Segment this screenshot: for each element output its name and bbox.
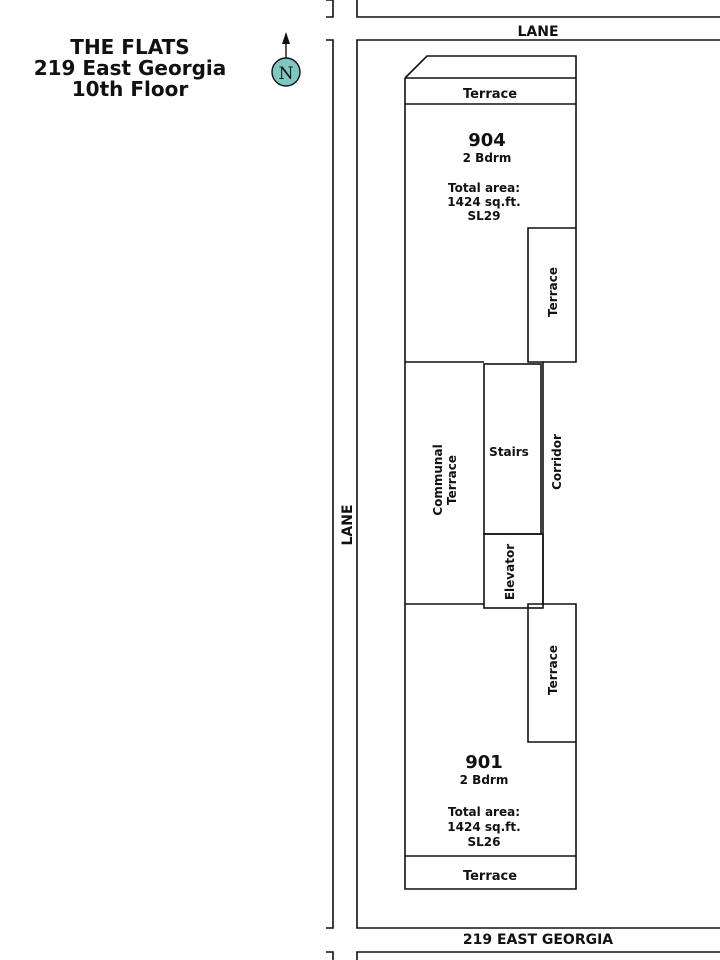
unit-904-area-value: 1424 sq.ft. [447,195,520,209]
unit-901-area-value: 1424 sq.ft. [447,820,520,834]
floor-label: 10th Floor [71,77,189,101]
terrace-label-bottom: Terrace [463,869,517,884]
terrace-label-upper-side: Terrace [546,267,560,317]
building-title: THE FLATS 219 East Georgia 10th Floor [10,37,250,100]
building-outline [404,55,577,890]
site-boundary-bottom-left [326,951,334,960]
unit-901-number: 901 [465,752,503,773]
site-boundary-top-left [326,0,334,18]
unit-904-number: 904 [468,130,506,151]
north-arrow-icon: N [271,32,301,87]
unit-901-area-label: Total area: [448,805,520,819]
street-label-top: LANE [517,24,558,40]
terrace-label-top: Terrace [463,87,517,102]
elevator-label: Elevator [503,544,517,600]
unit-901-strata-lot: SL26 [468,835,501,849]
communal-terrace-label-2: Terrace [445,455,459,505]
terrace-label-lower-side: Terrace [546,645,560,695]
unit-901-type: 2 Bdrm [460,773,509,787]
building-name: THE FLATS [70,35,190,59]
street-label-left: LANE [340,504,356,545]
communal-terrace-label-1: Communal [431,444,445,515]
building-address: 219 East Georgia [33,56,227,80]
site-boundary-left [326,39,334,929]
unit-904-strata-lot: SL29 [468,209,501,223]
street-label-bottom: 219 EAST GEORGIA [463,932,613,948]
lot-outline-top [356,0,720,18]
lot-outline-main [356,39,720,929]
stairs-label: Stairs [489,445,529,459]
compass-letter: N [279,64,294,84]
unit-904-type: 2 Bdrm [463,151,512,165]
corridor-label: Corridor [550,434,564,490]
lot-outline-bottom [356,951,720,960]
unit-904-area-label: Total area: [448,181,520,195]
